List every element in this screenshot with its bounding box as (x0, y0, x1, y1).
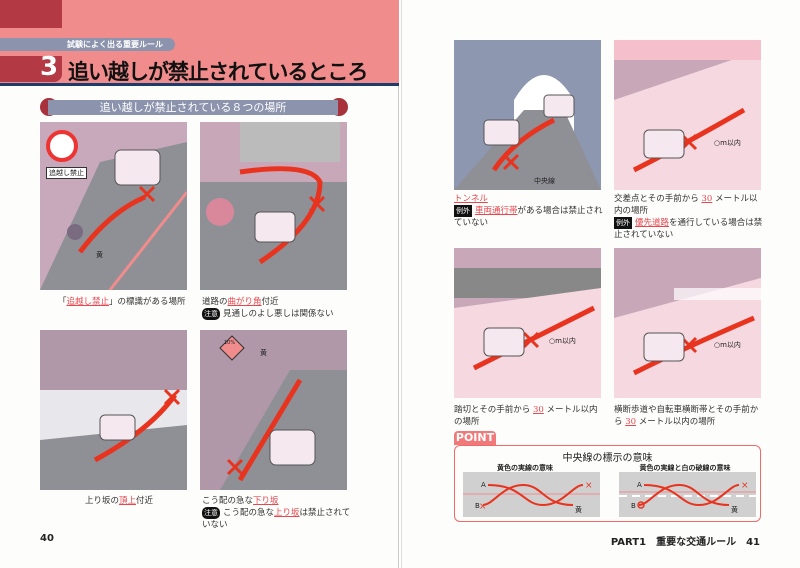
page-number: 40 (40, 533, 54, 544)
caption: トンネル例外車両通行帯がある場合は禁止されていない (454, 194, 603, 228)
page-title: 追い越しが禁止されているところ (68, 60, 368, 84)
illustration-intersection: ○m以内 (614, 40, 761, 190)
point-title: 中央線の標示の意味 (562, 453, 653, 464)
point-tab: POINT (454, 431, 496, 445)
solid-dashed-line-diagram: A B × 黄 (619, 472, 756, 517)
right-page: 中央線 トンネル例外車両通行帯がある場合は禁止されていない ○m以内 交差点とそ… (401, 0, 800, 568)
caption: 踏切とその手前から 30 メートル以内の場所 (454, 405, 598, 427)
illustration-crosswalk: ○m以内 (614, 248, 761, 398)
illustration-hilltop (40, 330, 187, 490)
illustration-railroad-crossing: ○m以内 (454, 248, 601, 398)
divider (0, 83, 399, 86)
road-label: 中央線 (534, 177, 555, 185)
svg-text:A: A (637, 481, 642, 489)
caption: 横断歩道や自転車横断帯とその手前から 30 メートル以内の場所 (614, 405, 759, 427)
caption: 「追越し禁止」の標識がある場所 (58, 297, 186, 307)
distance-label: ○m以内 (714, 139, 741, 147)
svg-text:A: A (481, 481, 486, 489)
road-label: 黄 (260, 349, 267, 357)
section-subtitle: 追い越しが禁止されている８つの場所 (48, 100, 338, 115)
caption: こう配の急な下り坂注意こう配の急な上り坂は禁止されていない (202, 496, 351, 530)
svg-text:×: × (741, 481, 749, 491)
caption: 交差点とその手前から 30 メートル以内の場所例外優先道路を通行している場合は禁… (614, 194, 763, 240)
distance-label: ○m以内 (714, 341, 741, 349)
sign-label: 追越し禁止 (46, 167, 87, 179)
illustration-tunnel: 中央線 (454, 40, 601, 190)
caption: 道路の曲がり角付近注意見通しのよし悪しは関係ない (202, 297, 334, 320)
road-label: 黄 (96, 251, 103, 259)
illustration-downhill: 10% 黄 (200, 330, 347, 490)
svg-text:B: B (631, 502, 636, 510)
section-kicker: 試験によく出る重要ルール (0, 38, 175, 51)
chapter-number: 3 (40, 52, 59, 82)
svg-text:黄: 黄 (731, 505, 738, 514)
left-heading: 黄色の実線の意味 (497, 464, 553, 472)
svg-text:×: × (479, 502, 487, 512)
solid-line-diagram: A B × × 黄 (463, 472, 600, 517)
svg-text:B: B (475, 502, 480, 510)
page-footer: PART1 重要な交通ルール 41 (610, 537, 760, 548)
svg-text:黄: 黄 (575, 505, 582, 514)
distance-label: ○m以内 (549, 337, 576, 345)
right-heading: 黄色の実線と白の破線の意味 (639, 464, 731, 472)
illustration-curve (200, 122, 347, 290)
svg-text:×: × (585, 481, 593, 491)
illustration-no-passing-sign: 追越し禁止 黄 (40, 122, 187, 290)
grade-sign: 10% (224, 340, 236, 346)
caption: 上り坂の頂上付近 (85, 496, 154, 506)
left-page: 試験によく出る重要ルール 3 追い越しが禁止されているところ 追い越しが禁止され… (0, 0, 399, 568)
